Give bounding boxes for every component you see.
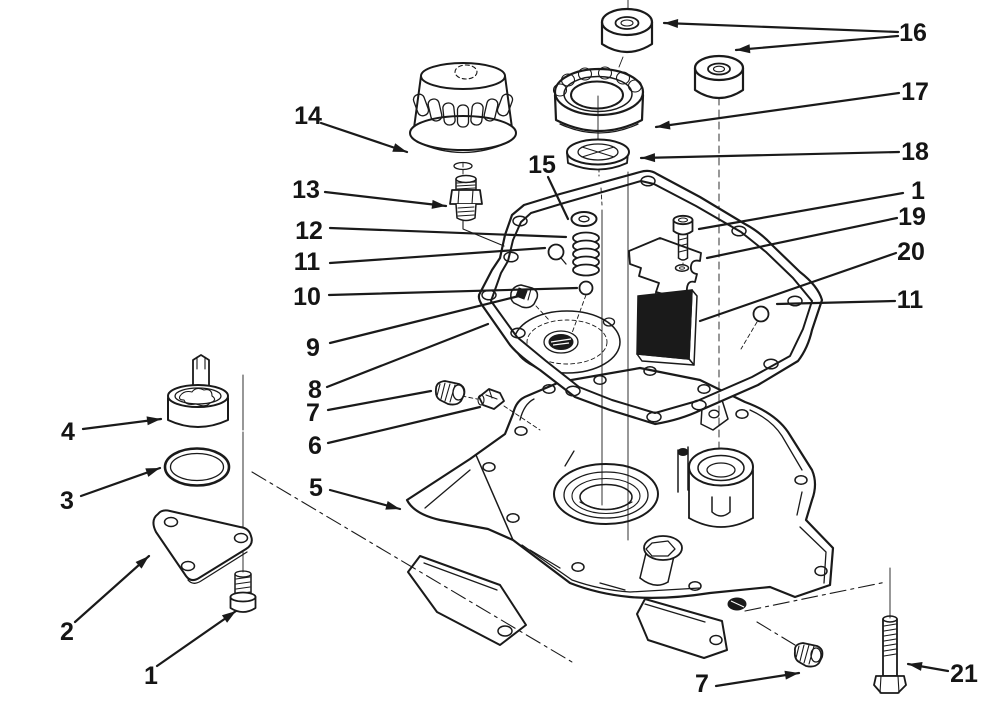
pump-chamber <box>513 310 621 374</box>
callout-4: 4 <box>61 418 75 446</box>
leader-line-16 <box>734 34 900 52</box>
arrowhead-13 <box>431 199 446 209</box>
leader-line-11-right <box>775 299 897 306</box>
filter-nipple-fitting <box>449 174 483 222</box>
callout-8: 8 <box>308 376 322 404</box>
cover-bolt <box>229 570 257 613</box>
arrowhead-5 <box>385 500 400 510</box>
arrowhead-1-left <box>221 611 236 623</box>
leader-line-6 <box>326 405 482 445</box>
leader-line-9 <box>328 294 521 345</box>
valve-washer <box>570 211 598 227</box>
callout-11-right: 11 <box>897 286 924 314</box>
arrowhead-3 <box>145 468 160 477</box>
callout-5: 5 <box>309 474 323 502</box>
arrowhead-16 <box>736 44 751 54</box>
callout-19: 19 <box>898 203 926 231</box>
callout-9: 9 <box>306 334 320 362</box>
callout-10: 10 <box>293 283 321 311</box>
filter-screen <box>636 289 698 366</box>
arrowhead-21 <box>908 661 923 671</box>
pump-rotor <box>167 354 229 428</box>
bearing-balls <box>552 66 643 97</box>
valve-spring <box>572 231 600 277</box>
gasket <box>477 169 824 426</box>
callout-7-bottom: 7 <box>695 670 709 698</box>
leader-line-18 <box>639 150 901 160</box>
leader-line-2 <box>73 554 151 624</box>
filter-flutes <box>412 93 514 128</box>
dowel-right <box>752 305 770 323</box>
right-boss <box>799 526 828 584</box>
leader-line-16 <box>662 21 900 34</box>
callout-2: 2 <box>60 618 74 646</box>
gasket-bolt-holes <box>481 175 803 423</box>
arrowhead-7-bottom <box>784 670 799 680</box>
axis-lines <box>242 0 891 663</box>
callout-17: 17 <box>901 78 929 106</box>
leader-line-7-left <box>326 389 433 412</box>
grommet-1 <box>600 7 654 54</box>
leader-line-20 <box>698 251 898 323</box>
leader-line-14 <box>319 121 409 154</box>
arrowhead-17 <box>656 120 671 130</box>
callout-3: 3 <box>60 487 74 515</box>
grommet-2 <box>693 54 745 100</box>
callout-13: 13 <box>292 176 320 204</box>
dowel-left <box>547 243 567 265</box>
arrowhead-16 <box>664 19 679 29</box>
o-ring <box>163 447 231 487</box>
callout-21: 21 <box>950 660 978 688</box>
leader-line-17 <box>654 91 901 129</box>
leader-line-13 <box>323 190 448 208</box>
callout-11-left: 11 <box>294 248 321 276</box>
flange-bolt-21 <box>873 615 907 694</box>
leader-line-11-left <box>328 246 547 265</box>
leader-line-7-bottom <box>714 671 801 688</box>
callout-6: 6 <box>308 432 322 460</box>
leader-line-8 <box>325 322 490 389</box>
callout-18: 18 <box>901 138 929 166</box>
seal-ring <box>566 138 630 171</box>
leader-line-12 <box>328 226 568 239</box>
arrowhead-4 <box>146 416 161 426</box>
oil-filter <box>409 62 517 171</box>
oil-plug-upper <box>434 380 466 406</box>
square-plug <box>477 388 505 410</box>
oil-pan-casting <box>405 310 835 659</box>
pump-cover-plate <box>152 509 253 584</box>
pan-flange-holes <box>482 366 808 591</box>
callout-12: 12 <box>295 217 323 245</box>
center-bore <box>688 447 754 528</box>
left-bore <box>553 450 659 525</box>
ball-bearing <box>552 66 645 147</box>
leader-line-1-left <box>155 609 238 668</box>
callout-16: 16 <box>899 19 927 47</box>
arrowhead-14 <box>392 143 407 152</box>
arrowhead-2 <box>135 556 149 569</box>
callout-7-left: 7 <box>306 399 320 427</box>
valve-ball <box>578 280 594 296</box>
callout-14: 14 <box>294 102 322 130</box>
hex-boss <box>639 535 683 586</box>
callout-15: 15 <box>528 151 556 179</box>
leader-line-15 <box>546 175 570 221</box>
leader-line-1-right <box>697 191 905 231</box>
oil-plug-lower <box>793 642 824 668</box>
callout-1-right: 1 <box>911 177 925 205</box>
leader-line-19 <box>705 216 899 260</box>
arrowhead-18 <box>641 153 656 163</box>
baffle-bolt <box>672 214 694 272</box>
leader-line-10 <box>327 286 579 297</box>
callout-1-left: 1 <box>144 662 158 690</box>
callout-20: 20 <box>897 238 925 266</box>
